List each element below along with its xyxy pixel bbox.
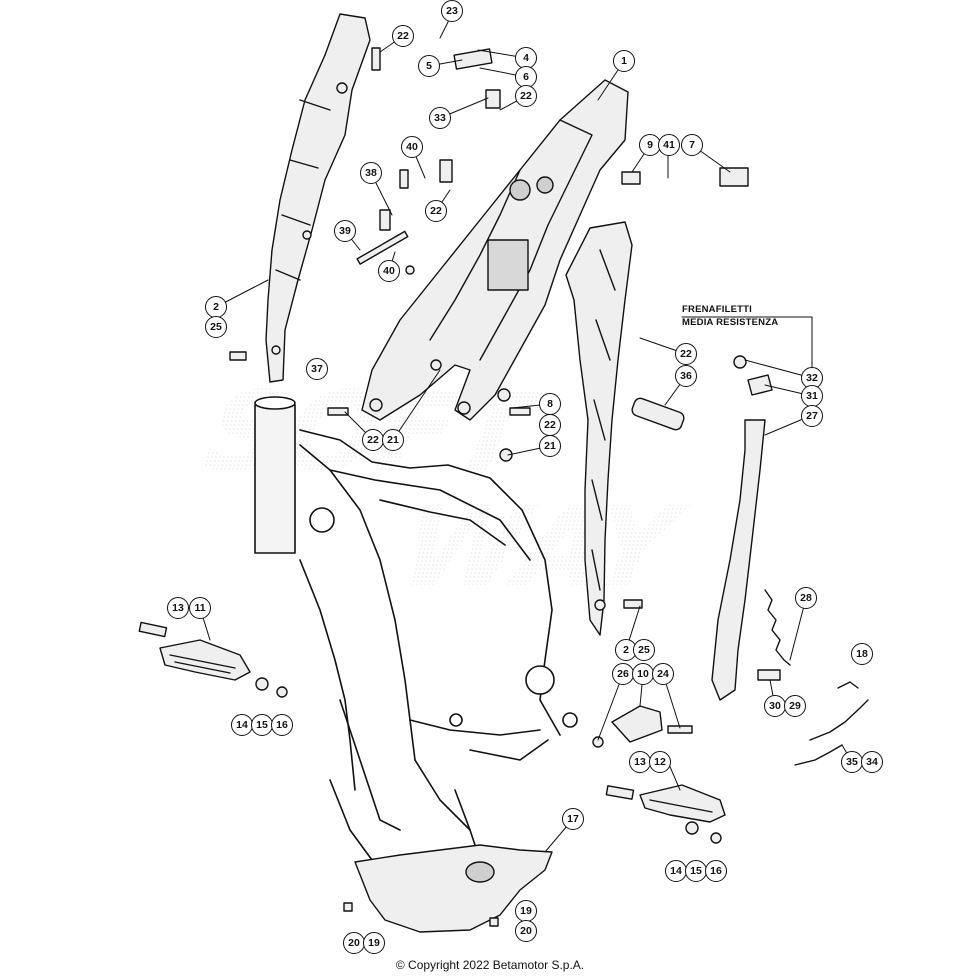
callout-5[interactable]: 5 <box>418 55 440 77</box>
callout-22[interactable]: 22 <box>425 200 447 222</box>
left-footrest <box>138 621 288 698</box>
right-footrest <box>605 784 726 844</box>
callout-34[interactable]: 34 <box>861 751 883 773</box>
callout-25[interactable]: 25 <box>205 316 227 338</box>
springs <box>764 589 869 766</box>
callout-25[interactable]: 25 <box>633 639 655 661</box>
svg-text:WAY: WAY <box>390 484 696 612</box>
callout-8[interactable]: 8 <box>539 393 561 415</box>
callout-37[interactable]: 37 <box>306 358 328 380</box>
callout-22[interactable]: 22 <box>392 25 414 47</box>
callout-35[interactable]: 35 <box>841 751 863 773</box>
side-stand <box>711 355 773 701</box>
callout-31[interactable]: 31 <box>801 385 823 407</box>
callout-20[interactable]: 20 <box>515 920 537 942</box>
callout-30[interactable]: 30 <box>764 695 786 717</box>
callout-16[interactable]: 16 <box>705 860 727 882</box>
callout-12[interactable]: 12 <box>649 751 671 773</box>
right-side-panel <box>565 221 633 636</box>
copyright-notice: © Copyright 2022 Betamotor S.p.A. <box>395 958 585 972</box>
callout-41[interactable]: 41 <box>658 134 680 156</box>
callout-39[interactable]: 39 <box>334 220 356 242</box>
callout-14[interactable]: 14 <box>231 714 253 736</box>
rear-subframe <box>361 79 629 421</box>
callout-33[interactable]: 33 <box>429 107 451 129</box>
callout-22[interactable]: 22 <box>539 414 561 436</box>
callout-18[interactable]: 18 <box>851 643 873 665</box>
callout-27[interactable]: 27 <box>801 405 823 427</box>
callout-22[interactable]: 22 <box>515 85 537 107</box>
callout-13[interactable]: 13 <box>629 751 651 773</box>
callout-17[interactable]: 17 <box>562 808 584 830</box>
callout-29[interactable]: 29 <box>784 695 806 717</box>
callout-16[interactable]: 16 <box>271 714 293 736</box>
callout-21[interactable]: 21 <box>539 435 561 457</box>
threadlocker-note: FRENAFILETTI MEDIA RESISTENZA <box>682 303 778 329</box>
callout-28[interactable]: 28 <box>795 587 817 609</box>
callout-24[interactable]: 24 <box>652 663 674 685</box>
callout-15[interactable]: 15 <box>251 714 273 736</box>
skid-plate <box>354 844 553 933</box>
main-frame <box>254 396 578 861</box>
callout-23[interactable]: 23 <box>441 0 463 22</box>
threadlocker-note-line1: FRENAFILETTI <box>682 304 752 315</box>
callout-26[interactable]: 26 <box>612 663 634 685</box>
frame-clamp <box>592 705 693 748</box>
callout-19[interactable]: 19 <box>515 900 537 922</box>
callout-36[interactable]: 36 <box>675 365 697 387</box>
callout-22[interactable]: 22 <box>362 429 384 451</box>
callout-11[interactable]: 11 <box>189 597 211 619</box>
callout-38[interactable]: 38 <box>360 162 382 184</box>
callout-13[interactable]: 13 <box>167 597 189 619</box>
callout-20[interactable]: 20 <box>343 932 365 954</box>
left-side-panel <box>265 13 371 383</box>
callout-40[interactable]: 40 <box>401 136 423 158</box>
hardware-parts <box>229 47 781 927</box>
callout-21[interactable]: 21 <box>382 429 404 451</box>
callout-40[interactable]: 40 <box>378 260 400 282</box>
callout-19[interactable]: 19 <box>363 932 385 954</box>
callout-10[interactable]: 10 <box>632 663 654 685</box>
callout-22[interactable]: 22 <box>675 343 697 365</box>
callout-7[interactable]: 7 <box>681 134 703 156</box>
callout-1[interactable]: 1 <box>613 50 635 72</box>
callout-14[interactable]: 14 <box>665 860 687 882</box>
callout-6[interactable]: 6 <box>515 66 537 88</box>
threadlocker-note-line2: MEDIA RESISTENZA <box>682 317 779 328</box>
callout-15[interactable]: 15 <box>685 860 707 882</box>
callout-2[interactable]: 2 <box>205 296 227 318</box>
